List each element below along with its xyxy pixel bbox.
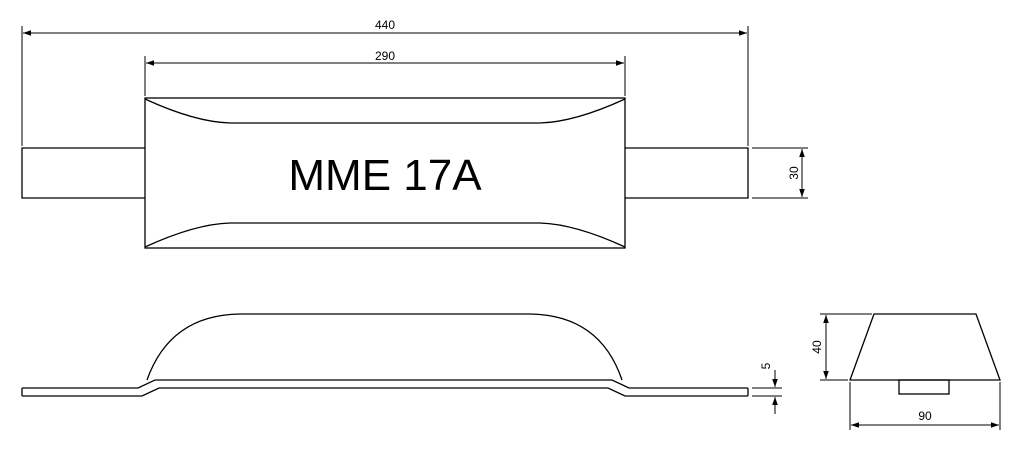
end-strap-section xyxy=(898,379,950,395)
side-view xyxy=(21,313,749,397)
dim-strap-width-text: 30 xyxy=(787,166,801,180)
dim-height: 40 xyxy=(810,313,872,381)
product-label: MME 17A xyxy=(288,151,482,200)
side-anode-dome xyxy=(146,313,623,381)
side-strap-top-edge xyxy=(22,379,748,389)
top-taper-curve xyxy=(144,98,626,124)
end-trapezoid xyxy=(849,313,1001,381)
dim-strap-thickness-text: 5 xyxy=(759,362,773,369)
dim-strap-thickness: 5 xyxy=(752,362,782,414)
left-strap xyxy=(21,147,145,199)
dim-strap-width: 30 xyxy=(752,147,808,199)
dim-overall-length-text: 440 xyxy=(375,18,395,32)
dim-body-length-text: 290 xyxy=(375,49,395,63)
dim-base-width: 90 xyxy=(849,382,1001,430)
anode-body xyxy=(144,97,626,249)
end-view xyxy=(849,313,1001,395)
dim-base-width-text: 90 xyxy=(918,409,932,423)
right-strap xyxy=(625,147,749,199)
dim-overall-length: 440 xyxy=(21,18,749,146)
top-view: MME 17A xyxy=(21,97,749,249)
bottom-taper-curve xyxy=(144,222,626,248)
dim-body-length: 290 xyxy=(144,49,626,96)
side-strap-bottom-edge xyxy=(22,387,748,397)
dim-height-text: 40 xyxy=(810,340,824,354)
